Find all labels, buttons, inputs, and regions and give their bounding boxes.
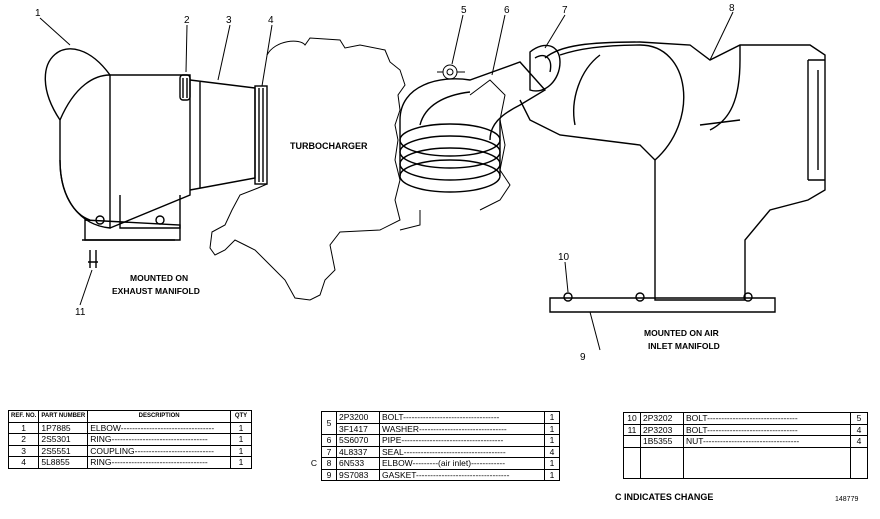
parts-table-1: REF. NO. PART NUMBER DESCRIPTION QTY 1 1… xyxy=(7,410,252,469)
exhaust-label-line2: EXHAUST MANIFOLD xyxy=(112,286,200,296)
callout-4: 4 xyxy=(268,15,274,26)
coupling-part-3 xyxy=(189,79,256,191)
table-row: 3F1417 WASHER---------------------------… xyxy=(307,422,560,435)
callout-leaders xyxy=(39,11,734,351)
table-row: 7 4L8337 SEAL---------------------------… xyxy=(307,445,560,458)
table-row: 10 2P3202 BOLT--------------------------… xyxy=(623,412,868,425)
parts-table-2: 5 2P3200 BOLT---------------------------… xyxy=(307,411,560,481)
callout-6: 6 xyxy=(504,5,510,16)
turbocharger-outline xyxy=(209,37,511,301)
bolts-part-11 xyxy=(82,215,175,268)
inlet-label-line2: INLET MANIFOLD xyxy=(648,341,720,351)
table-row: 4 5L8855 RING---------------------------… xyxy=(7,456,252,469)
inlet-label-line1: MOUNTED ON AIR xyxy=(644,328,719,338)
ring-part-2 xyxy=(179,74,191,101)
change-note: C INDICATES CHANGE xyxy=(615,492,714,502)
col-header-ref: REF. NO. xyxy=(7,410,40,423)
diagram-labels: TURBOCHARGER MOUNTED ON EXHAUST MANIFOLD… xyxy=(112,141,720,351)
parts-table-3: 10 2P3202 BOLT--------------------------… xyxy=(623,412,868,479)
pipe-part-6 xyxy=(399,61,547,193)
table-row: C 8 6N533 ELBOW---------(air inlet)-----… xyxy=(307,457,560,470)
turbocharger-label: TURBOCHARGER xyxy=(290,141,368,151)
callout-1: 1 xyxy=(35,8,41,19)
callout-9: 9 xyxy=(580,352,586,363)
gasket-part-9 xyxy=(549,292,776,313)
col-header-part: PART NUMBER xyxy=(38,410,89,423)
elbow-part-8 xyxy=(519,41,826,301)
table-row: 9 9S7083 GASKET-------------------------… xyxy=(307,468,560,481)
callout-8: 8 xyxy=(729,3,735,14)
table-row: 3 2S5551 COUPLING-----------------------… xyxy=(7,444,252,457)
callout-numbers: 1 2 3 4 5 6 7 8 9 10 11 xyxy=(35,3,735,363)
figure-number: 148779 xyxy=(835,496,859,503)
col-header-desc: DESCRIPTION xyxy=(87,410,231,423)
elbow-part-1 xyxy=(44,48,191,241)
callout-7: 7 xyxy=(562,5,568,16)
callout-5: 5 xyxy=(461,5,467,16)
seal-part-7 xyxy=(529,44,561,92)
table-row: 2 2S5301 RING---------------------------… xyxy=(7,433,252,446)
table-row: 6 5S6070 PIPE---------------------------… xyxy=(307,434,560,447)
table-row: 5 2P3200 BOLT---------------------------… xyxy=(307,411,560,435)
table-row: 1 1P7885 ELBOW--------------------------… xyxy=(7,421,252,434)
ring-part-4 xyxy=(254,85,268,185)
callout-11: 11 xyxy=(75,307,86,318)
table-row xyxy=(623,446,868,479)
callout-2: 2 xyxy=(184,15,190,26)
table-row: 1B5355 NUT------------------------------… xyxy=(623,435,868,448)
callout-3: 3 xyxy=(226,15,232,26)
table-row: 11 2P3203 BOLT--------------------------… xyxy=(623,423,868,436)
callout-10: 10 xyxy=(558,252,570,263)
col-header-qty: QTY xyxy=(230,410,252,423)
exhaust-label-line1: MOUNTED ON xyxy=(130,273,188,283)
table-header-row: REF. NO. PART NUMBER DESCRIPTION QTY xyxy=(7,410,252,423)
